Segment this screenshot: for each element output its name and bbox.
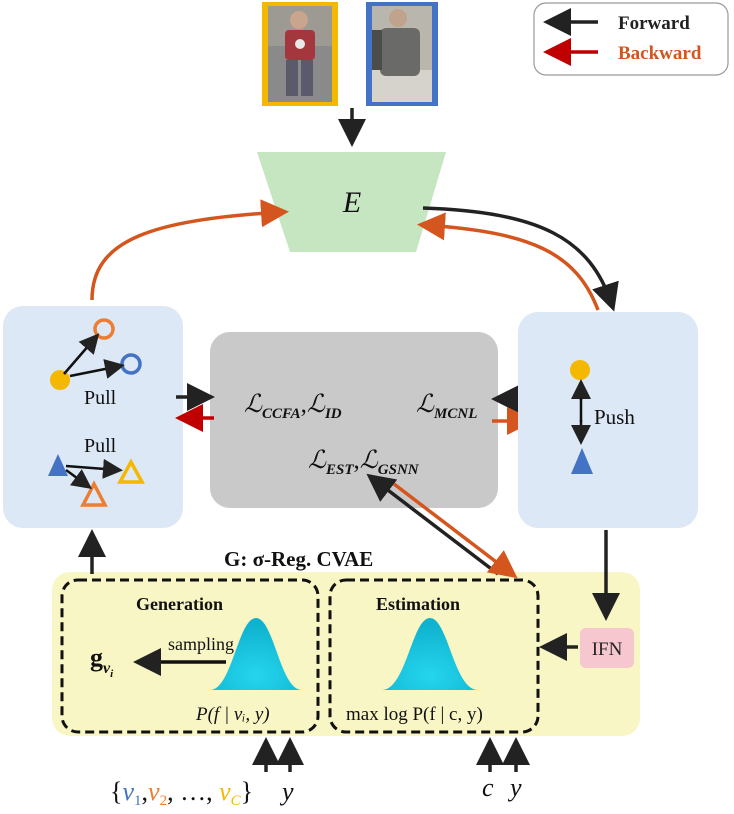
person-head — [389, 9, 407, 27]
y-gen-label: y — [279, 777, 294, 806]
cvae-region: G: σ-Reg. CVAE Generation sampling gvi P… — [52, 547, 640, 736]
estimation-box — [328, 578, 540, 734]
ring-orange — [93, 318, 115, 340]
encoder-to-push-forward-curve — [422, 206, 619, 312]
push-panel-box — [518, 312, 698, 528]
loss-est-gsnn: ℒEST,ℒGSNN — [308, 447, 420, 478]
push-to-encoder-backward-curve — [417, 212, 600, 311]
person-shirt — [380, 28, 420, 76]
legend: Forward Backward — [533, 2, 729, 76]
generation-gaussian — [210, 618, 302, 690]
input-image-2 — [366, 2, 438, 106]
attribute-set-label: {v1,v2, …, vC} — [110, 777, 253, 809]
anchor-triangle — [48, 454, 68, 476]
generation-formula: P(f | vᵢ, y) — [195, 704, 270, 725]
pull-to-encoder-backward-curve — [90, 199, 289, 301]
push-circle — [570, 360, 590, 380]
pull-bottom-label: Pull — [84, 435, 117, 457]
push-triangle — [571, 448, 593, 474]
push-panel: Push — [518, 312, 698, 528]
anchor-circle — [50, 370, 70, 390]
legend-forward-label: Forward — [618, 13, 690, 34]
encoder-block — [257, 152, 446, 252]
pull-top-label: Pull — [84, 387, 117, 409]
loss-panel: ℒCCFA,ℒID ℒMCNL ℒEST,ℒGSNN — [210, 332, 498, 508]
cvae-title: G: σ-Reg. CVAE — [224, 547, 373, 571]
loss-ccfa-id: ℒCCFA,ℒID — [244, 391, 342, 422]
ifn-block: IFN — [580, 628, 634, 668]
encoder: E — [257, 152, 446, 252]
cvae-box — [52, 572, 640, 736]
estimation-to-loss-forward-arrow — [366, 473, 500, 576]
generated-feature-label: gvi — [90, 643, 114, 680]
estimation-title: Estimation — [376, 594, 460, 614]
input-image-1 — [262, 2, 338, 106]
push-label: Push — [594, 405, 635, 429]
generation-title: Generation — [136, 594, 223, 614]
c-label: c — [482, 773, 494, 802]
loss-mcnl: ℒMCNL — [416, 391, 477, 422]
sampling-label: sampling — [168, 634, 234, 654]
encoder-label: E — [342, 186, 361, 219]
estimation-formula: max log P(f | c, y) — [346, 704, 483, 725]
legend-backward-label: Backward — [618, 43, 702, 64]
triangle-yellow — [117, 458, 145, 484]
loss-panel-box — [210, 332, 498, 508]
generation-box — [60, 578, 320, 734]
y-est-label: y — [507, 773, 522, 802]
ifn-label: IFN — [592, 639, 623, 660]
triangle-orange — [80, 480, 108, 507]
estimation-gaussian — [382, 618, 478, 690]
loss-to-estimation-backward-arrow — [392, 482, 518, 579]
ifn-box — [580, 628, 634, 668]
person-head — [290, 11, 308, 29]
pull-panel: Pull Pull — [3, 306, 183, 528]
